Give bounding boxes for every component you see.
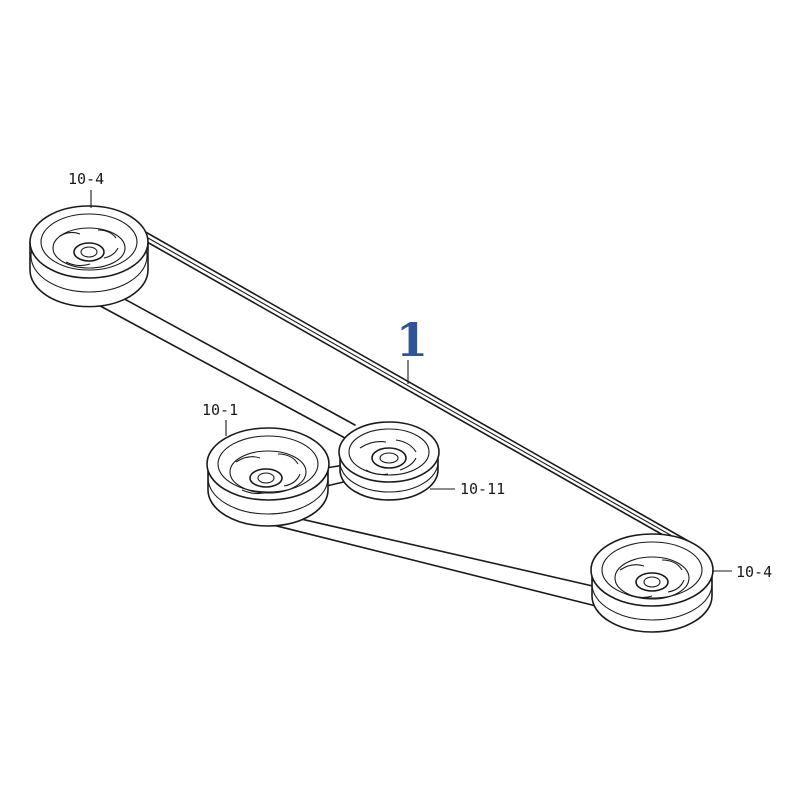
label-top-left-pulley: 10-4 <box>68 170 104 188</box>
pulley-right <box>590 533 714 633</box>
label-left-pulley: 10-1 <box>202 401 238 419</box>
label-belt-reference: 1 <box>396 313 428 367</box>
pulley-left <box>206 427 330 527</box>
label-right-pulley: 10-4 <box>736 563 772 581</box>
leader-lines <box>90 190 732 572</box>
pulley-top-left <box>29 205 149 308</box>
label-idler-pulley: 10-11 <box>460 480 505 498</box>
pulley-idler <box>338 421 440 501</box>
